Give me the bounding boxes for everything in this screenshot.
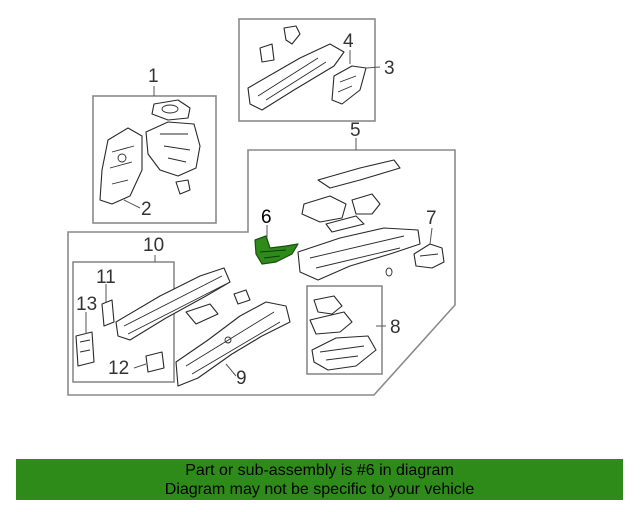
callout-12: 12 — [108, 358, 129, 379]
part-12-bracket[interactable] — [145, 351, 165, 373]
callout-10: 10 — [143, 235, 164, 256]
callout-11: 11 — [96, 267, 116, 288]
callout-6: 6 — [261, 207, 272, 228]
banner-line-1: Part or sub-assembly is #6 in diagram — [185, 462, 454, 479]
callout-8: 8 — [390, 317, 401, 338]
part-8-apron-assembly[interactable] — [309, 295, 377, 371]
callout-3: 3 — [384, 58, 395, 79]
callout-2: 2 — [141, 199, 152, 220]
callout-9: 9 — [236, 368, 247, 389]
part-1-apron-assembly[interactable] — [99, 99, 201, 205]
leader-lines — [85, 50, 433, 377]
callout-7: 7 — [426, 208, 437, 229]
part-9-side-member[interactable] — [175, 301, 291, 387]
group-box-5-10 — [67, 149, 456, 396]
part-6-highlighted[interactable] — [254, 235, 299, 265]
group-box-11-13 — [72, 261, 175, 383]
banner-line-2: Diagram may not be specific to your vehi… — [164, 481, 475, 498]
part-7-bracket[interactable] — [413, 243, 445, 269]
group-box-8 — [306, 285, 383, 375]
info-banner: Part or sub-assembly is #6 in diagram Di… — [16, 459, 623, 500]
group-box-3 — [238, 18, 376, 122]
callout-1: 1 — [148, 66, 159, 87]
callout-5: 5 — [350, 120, 361, 141]
callout-13: 13 — [76, 294, 97, 315]
part-3-rail-assembly[interactable] — [247, 25, 367, 111]
part-11-plate[interactable] — [101, 299, 115, 327]
part-10-inner-rail[interactable] — [115, 267, 251, 341]
part-13-reinforcement[interactable] — [75, 331, 95, 367]
callout-4: 4 — [343, 31, 354, 52]
part-5-frame-rail[interactable] — [297, 159, 421, 281]
